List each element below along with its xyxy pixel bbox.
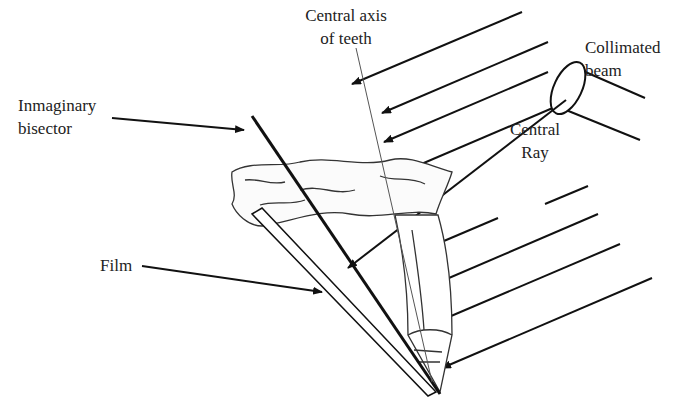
bisector-line xyxy=(252,116,440,394)
ray-label: Central Ray xyxy=(500,118,570,164)
collimator-label: Collimated beam xyxy=(585,36,677,82)
tooth-axis-line xyxy=(356,48,432,382)
axis-label: Central axis of teeth xyxy=(298,4,394,50)
bisector-label: Inmaginary bisector xyxy=(18,94,114,140)
leader-arrows xyxy=(112,118,322,292)
film-label: Film xyxy=(100,254,144,277)
film xyxy=(252,208,436,396)
tooth-and-bone xyxy=(232,159,452,392)
